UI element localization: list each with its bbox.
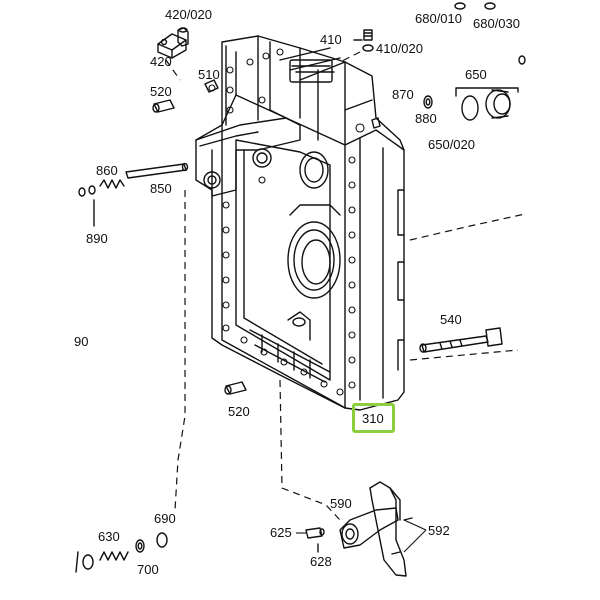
label-510: 510 [198, 67, 220, 82]
part-310-highlight-box[interactable] [352, 403, 395, 433]
label-880: 880 [415, 111, 437, 126]
label-590: 590 [330, 496, 352, 511]
part-540-bolt [419, 327, 503, 353]
housing-bolt-holes [208, 48, 365, 396]
assembly-guide-lines [165, 51, 526, 521]
part-630-690-700 [75, 532, 168, 573]
label-860: 860 [96, 163, 118, 178]
label-592: 592 [428, 523, 450, 538]
part-650 [455, 87, 519, 121]
label-628: 628 [310, 554, 332, 569]
label-690: 690 [154, 511, 176, 526]
label-520-bottom: 520 [228, 404, 250, 419]
label-540: 540 [440, 312, 462, 327]
part-680 [454, 2, 526, 65]
label-890: 890 [86, 231, 108, 246]
label-420-020: 420/020 [165, 7, 212, 22]
label-680-010: 680/010 [415, 11, 462, 26]
part-410 [353, 29, 374, 52]
label-420: 420 [150, 54, 172, 69]
part-625-628 [305, 527, 325, 553]
label-310: 310 [362, 411, 384, 426]
part-520-bottom [224, 381, 247, 395]
housing-310 [195, 35, 405, 411]
label-625: 625 [270, 525, 292, 540]
label-650: 650 [465, 67, 487, 82]
label-680-030: 680/030 [473, 16, 520, 31]
part-870-880 [371, 95, 433, 129]
label-650-020: 650/020 [428, 137, 475, 152]
part-590-fork [339, 481, 413, 577]
label-410: 410 [320, 32, 342, 47]
part-420 [157, 27, 189, 59]
part-850-860-890 [78, 162, 189, 227]
part-520-top [152, 99, 175, 113]
label-90: 90 [74, 334, 89, 349]
label-700: 700 [137, 562, 159, 577]
label-520-top: 520 [150, 84, 172, 99]
label-410-020: 410/020 [376, 41, 423, 56]
label-630: 630 [98, 529, 120, 544]
label-850: 850 [150, 181, 172, 196]
part-510 [204, 79, 219, 93]
label-870: 870 [392, 87, 414, 102]
